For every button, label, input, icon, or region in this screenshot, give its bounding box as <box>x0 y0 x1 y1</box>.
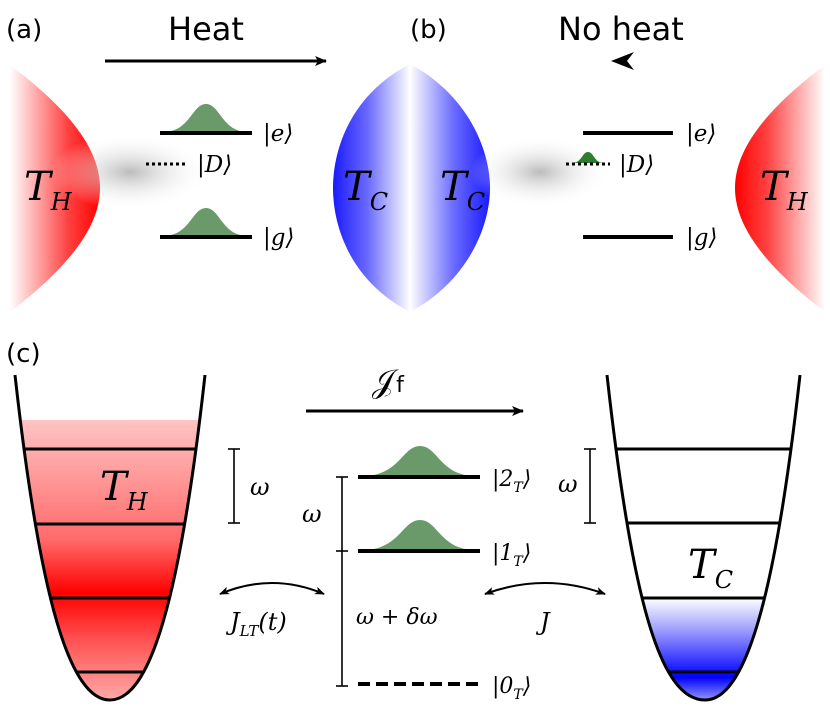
panel-c: (c) TH ω 𝒥f ω ω + δω <box>6 339 802 703</box>
omega-right: ω <box>558 470 578 498</box>
level-0-label: |0T⟩ <box>492 674 531 703</box>
coupling-left-arrow <box>219 582 325 595</box>
cold-bath-a <box>333 64 410 312</box>
population-2 <box>362 446 476 476</box>
bracket-right <box>584 448 596 524</box>
state-g-b: |g⟩ <box>686 225 717 251</box>
hot-well-outline <box>13 374 207 702</box>
haze-b <box>470 136 610 208</box>
cold-well-outline <box>605 374 802 702</box>
no-heat-label: No heat <box>558 10 684 48</box>
hot-bath-b <box>735 65 825 312</box>
cold-bath-b <box>410 64 490 312</box>
state-g-a: |g⟩ <box>263 225 294 251</box>
no-heat-arrowhead <box>611 52 634 70</box>
population-1 <box>362 520 476 550</box>
cold-bath-a-label: TC <box>343 164 388 216</box>
panel-a-label: (a) <box>6 15 42 45</box>
population-e-a <box>163 104 248 132</box>
coupling-right-arrow <box>484 582 606 595</box>
cold-bath-b-label: TC <box>440 164 485 216</box>
cold-well-label: TC <box>688 542 733 594</box>
omega-shift: ω + δω <box>356 605 438 630</box>
flux-label: 𝒥f <box>372 362 405 400</box>
hot-bath-b-label: TH <box>760 164 809 216</box>
panel-b-label: (b) <box>410 15 447 45</box>
bracket-middle <box>336 476 348 687</box>
coupling-right-label: J <box>535 608 551 636</box>
state-e-b: |e⟩ <box>686 121 716 147</box>
panel-c-label: (c) <box>6 339 41 369</box>
population-d-b <box>572 152 604 163</box>
heat-label: Heat <box>168 10 244 48</box>
state-e-a: |e⟩ <box>263 121 293 147</box>
bracket-left <box>228 448 240 524</box>
hot-bath-a <box>10 65 100 312</box>
panel-a: (a) TH Heat |e⟩ |D⟩ |g⟩ TC <box>6 10 410 312</box>
cold-well-fill <box>607 598 800 700</box>
level-1-label: |1T⟩ <box>492 541 531 570</box>
population-g-a <box>163 208 248 236</box>
coupling-left-label: JLT(t) <box>225 608 287 640</box>
hot-well-fill <box>15 375 205 700</box>
hot-well-label: TH <box>100 464 149 516</box>
state-d-b: |D⟩ <box>619 152 654 178</box>
hot-well-top-white <box>15 375 205 420</box>
hot-bath-a-label: TH <box>24 164 73 216</box>
omega-left: ω <box>250 473 270 501</box>
state-d-a: |D⟩ <box>197 152 232 178</box>
panel-b: (b) TC No heat |e⟩ |D⟩ |g⟩ TH <box>410 10 825 312</box>
omega-mid: ω <box>302 500 322 528</box>
level-2-label: |2T⟩ <box>492 467 531 496</box>
haze-a <box>50 134 210 210</box>
